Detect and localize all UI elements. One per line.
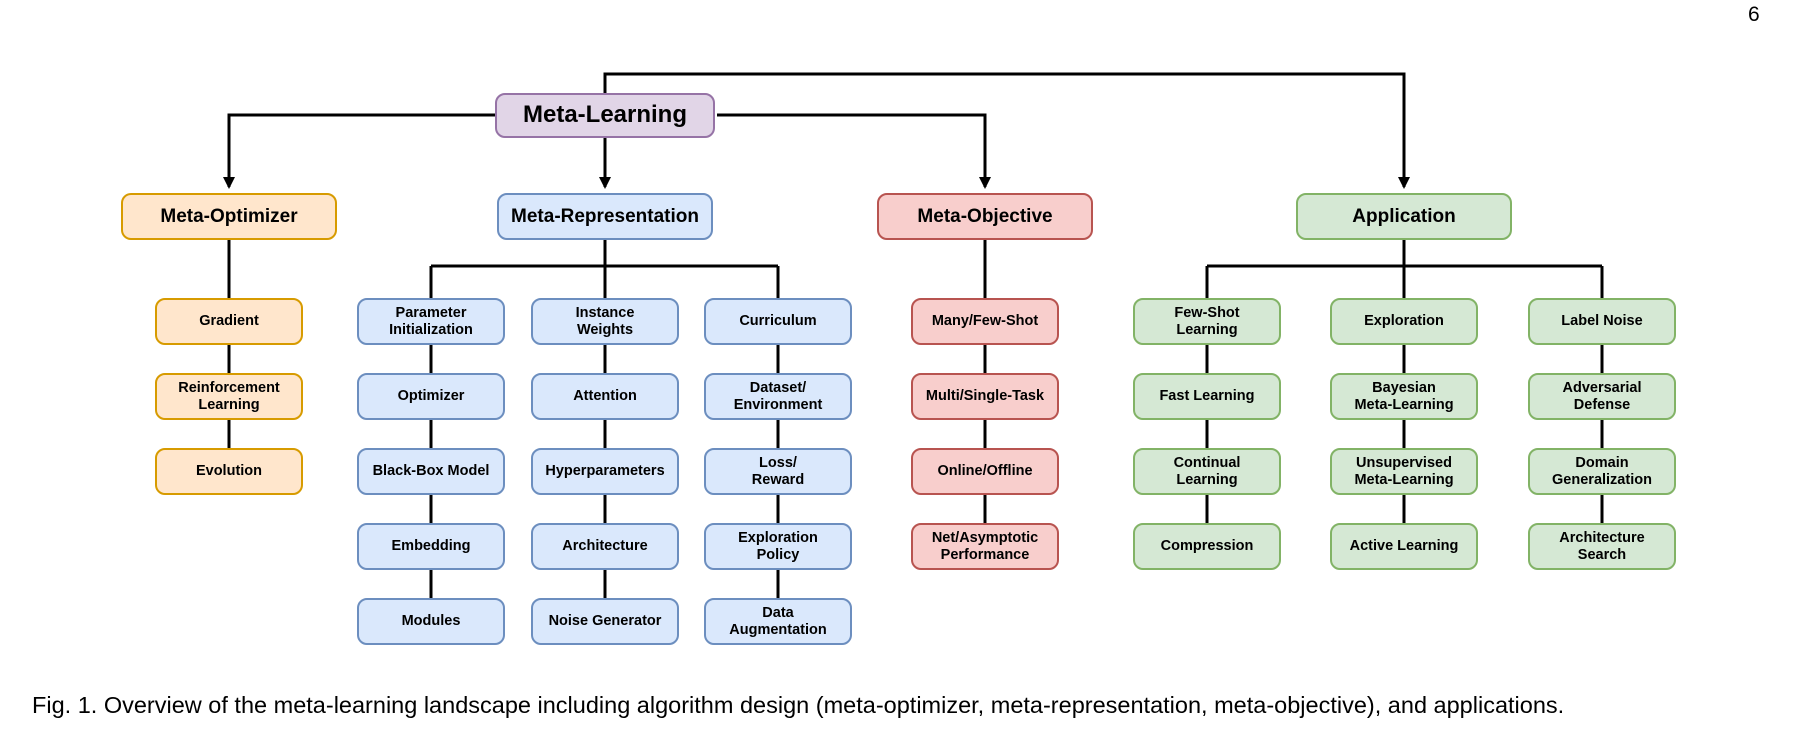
node-net-asymptotic-performance: Net/Asymptotic Performance	[911, 523, 1059, 570]
node-dataset-environment: Dataset/ Environment	[704, 373, 852, 420]
node-optimizer: Optimizer	[357, 373, 505, 420]
node-few-shot-learning: Few-Shot Learning	[1133, 298, 1281, 345]
node-bayesian-meta-learning: Bayesian Meta-Learning	[1330, 373, 1478, 420]
branch-connectors	[227, 240, 1604, 598]
edge-root-to-optimizer	[223, 113, 497, 189]
node-meta-optimizer: Meta-Optimizer	[121, 193, 337, 240]
node-label-noise: Label Noise	[1528, 298, 1676, 345]
node-gradient: Gradient	[155, 298, 303, 345]
node-modules: Modules	[357, 598, 505, 645]
node-active-learning: Active Learning	[1330, 523, 1478, 570]
node-noise-generator: Noise Generator	[531, 598, 679, 645]
node-architecture-search: Architecture Search	[1528, 523, 1676, 570]
node-loss-reward: Loss/ Reward	[704, 448, 852, 495]
node-exploration: Exploration	[1330, 298, 1478, 345]
node-fast-learning: Fast Learning	[1133, 373, 1281, 420]
page-number: 6	[1748, 3, 1760, 26]
edge-root-to-application	[603, 72, 1410, 189]
node-multi-single-task: Multi/Single-Task	[911, 373, 1059, 420]
node-parameter-initialization: Parameter Initialization	[357, 298, 505, 345]
node-continual-learning: Continual Learning	[1133, 448, 1281, 495]
node-application: Application	[1296, 193, 1512, 240]
node-meta-representation: Meta-Representation	[497, 193, 713, 240]
node-data-augmentation: Data Augmentation	[704, 598, 852, 645]
figure-caption: Fig. 1. Overview of the meta-learning la…	[32, 692, 1565, 718]
node-many-few-shot: Many/Few-Shot	[911, 298, 1059, 345]
node-hyperparameters: Hyperparameters	[531, 448, 679, 495]
node-architecture: Architecture	[531, 523, 679, 570]
node-evolution: Evolution	[155, 448, 303, 495]
node-online-offline: Online/Offline	[911, 448, 1059, 495]
edge-root-to-objective	[717, 113, 991, 189]
node-meta-learning: Meta-Learning	[495, 93, 715, 138]
node-adversarial-defense: Adversarial Defense	[1528, 373, 1676, 420]
node-attention: Attention	[531, 373, 679, 420]
node-meta-objective: Meta-Objective	[877, 193, 1093, 240]
node-compression: Compression	[1133, 523, 1281, 570]
node-exploration-policy: Exploration Policy	[704, 523, 852, 570]
node-embedding: Embedding	[357, 523, 505, 570]
node-unsupervised-meta-learning: Unsupervised Meta-Learning	[1330, 448, 1478, 495]
node-reinforcement-learning: Reinforcement Learning	[155, 373, 303, 420]
node-instance-weights: Instance Weights	[531, 298, 679, 345]
node-black-box-model: Black-Box Model	[357, 448, 505, 495]
node-domain-generalization: Domain Generalization	[1528, 448, 1676, 495]
node-curriculum: Curriculum	[704, 298, 852, 345]
